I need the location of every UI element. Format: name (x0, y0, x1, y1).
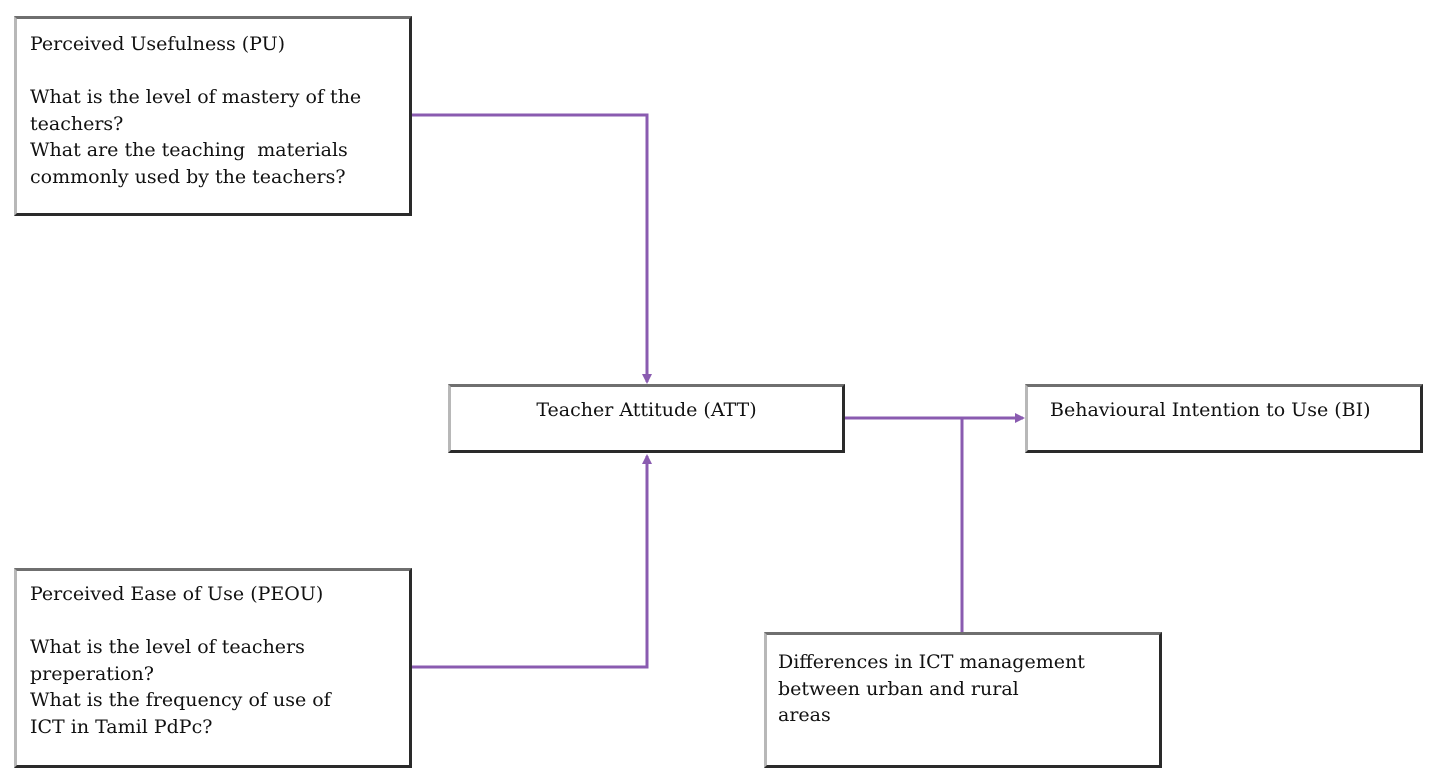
perceived-ease-of-use-box: Perceived Ease of Use (PEOU) What is the… (14, 568, 412, 768)
ict-differences-line: between urban and rural (778, 677, 1019, 700)
ict-differences-line: areas (778, 704, 831, 726)
behavioural-intention-box: Behavioural Intention to Use (BI) (1025, 384, 1423, 453)
pu-question-line: commonly used by the teachers? (30, 165, 346, 188)
spacer (30, 608, 409, 635)
peou-question-line: preperation? (30, 662, 154, 685)
perceived-ease-of-use-title: Perceived Ease of Use (PEOU) (30, 583, 324, 605)
pu-question-line: teachers? (30, 112, 124, 135)
connector-peou-to-att (412, 454, 652, 669)
peou-question-line: What is the level of teachers (30, 636, 305, 658)
ict-management-differences-box: Differences in ICT management between ur… (764, 632, 1162, 768)
peou-question-line: What is the frequency of use of (30, 689, 331, 711)
teacher-attitude-box: Teacher Attitude (ATT) (448, 384, 845, 453)
connector-pu-to-att (412, 113, 652, 384)
perceived-usefulness-title: Perceived Usefulness (PU) (30, 33, 286, 55)
pu-question-line: What is the level of mastery of the (30, 86, 362, 108)
ict-differences-line: Differences in ICT management (778, 651, 1085, 673)
teacher-attitude-title: Teacher Attitude (ATT) (536, 399, 757, 421)
perceived-usefulness-box: Perceived Usefulness (PU) What is the le… (14, 16, 412, 216)
pu-question-line: What are the teaching materials (30, 139, 348, 161)
behavioural-intention-title: Behavioural Intention to Use (BI) (1050, 399, 1371, 421)
peou-question-line: ICT in Tamil PdPc? (30, 715, 213, 738)
spacer (30, 58, 409, 85)
